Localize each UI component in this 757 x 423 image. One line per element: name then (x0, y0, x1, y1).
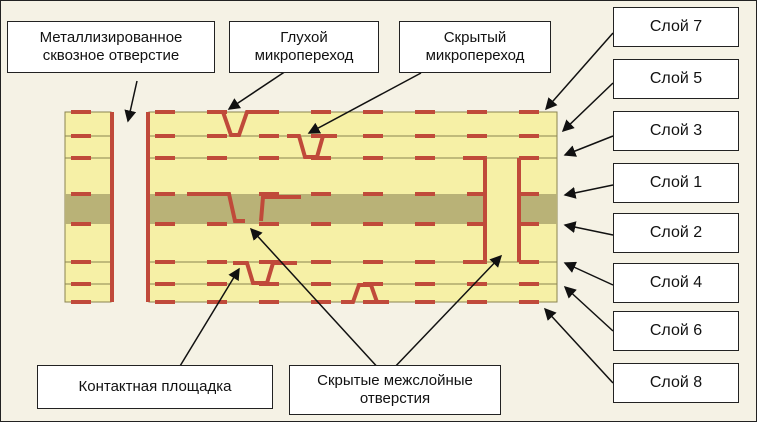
buried-microvia-text: Скрытый микропереход (425, 29, 525, 64)
layer-label-text: Слой 7 (649, 18, 703, 35)
blind-microvia-label: Глухой микропереход (229, 21, 379, 73)
blind-microvia-text: Глухой микропереход (254, 29, 354, 64)
contact-pad-via-right (259, 195, 301, 222)
layer-label-7: Слой 7 (613, 7, 739, 47)
layer-label-text: Слой 8 (649, 374, 703, 391)
leader-lines (124, 68, 503, 372)
contact-pad-label: Контактная площадка (37, 365, 273, 409)
layer-label-text: Слой 4 (649, 274, 703, 291)
layer-label-6: Слой 6 (613, 311, 739, 351)
contact-pad-text: Контактная площадка (78, 378, 232, 395)
buried-vias-text: Скрытые межслойные отверстия (317, 372, 473, 407)
layer-label-text: Слой 5 (649, 70, 703, 87)
layer-label-text: Слой 2 (649, 224, 703, 241)
board-left-segment (64, 111, 112, 303)
layer-label-text: Слой 3 (649, 122, 703, 139)
layer-leader-lines (543, 32, 614, 384)
contact-pad-via (187, 192, 245, 223)
buried-microvia-label: Скрытый микропереход (399, 21, 551, 73)
blind-microvia (207, 110, 263, 137)
layer-label-2: Слой 2 (613, 213, 739, 253)
bottom-microvia-1 (233, 261, 297, 285)
layer-label-3: Слой 3 (613, 111, 739, 151)
plated-through-hole (110, 112, 150, 302)
layer-label-4: Слой 4 (613, 263, 739, 303)
layer-label-8: Слой 8 (613, 363, 739, 403)
buried-vias-label: Скрытые межслойные отверстия (289, 365, 501, 415)
buried-via-barrel (463, 156, 537, 264)
layer-label-text: Слой 1 (649, 174, 703, 191)
layer-label-1: Слой 1 (613, 163, 739, 203)
bottom-microvia-2 (341, 283, 389, 304)
layer-label-text: Слой 6 (649, 322, 703, 339)
plated-through-hole-label: Металлизированное сквозное отверстие (7, 21, 215, 73)
buried-microvia (287, 134, 337, 159)
layer-label-5: Слой 5 (613, 59, 739, 99)
plated-through-hole-text: Металлизированное сквозное отверстие (39, 29, 183, 64)
